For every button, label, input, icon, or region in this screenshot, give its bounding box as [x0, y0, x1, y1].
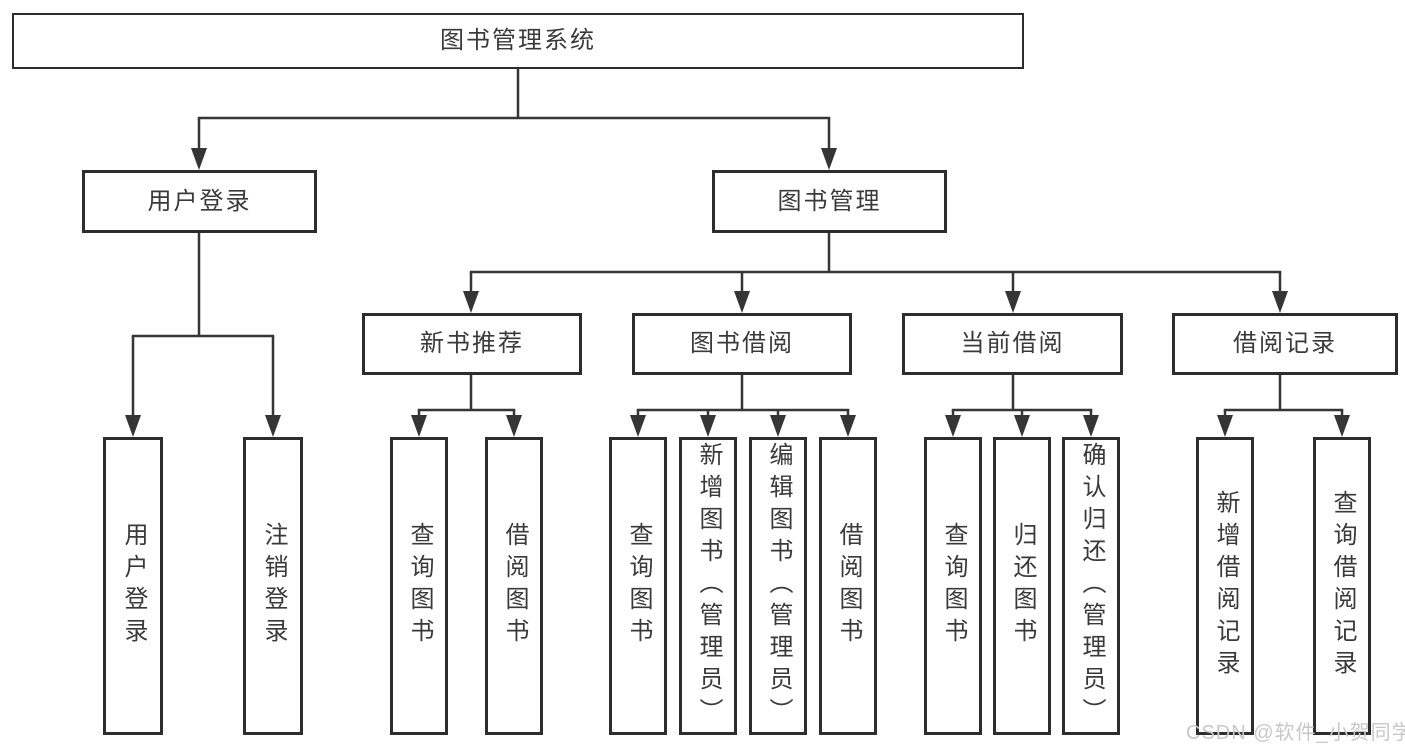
leaf-confirm-return-admin-label: 确认归还（管理员） — [1078, 442, 1105, 730]
leaf-user-login: 用户登录 — [103, 437, 163, 735]
leaf-query-books-borrowing-label: 查询图书 — [625, 522, 652, 650]
leaf-add-book-admin: 新增图书（管理员） — [679, 437, 737, 735]
leaf-edit-book-admin-label: 编辑图书（管理员） — [765, 442, 792, 730]
leaf-add-borrow-record-label: 新增借阅记录 — [1212, 490, 1239, 682]
node-new-book-recommend: 新书推荐 — [362, 313, 582, 375]
node-library-system-label: 图书管理系统 — [440, 27, 596, 54]
leaf-borrow-books-label: 借阅图书 — [835, 522, 862, 650]
node-book-borrowing: 图书借阅 — [632, 313, 852, 375]
leaf-edit-book-admin: 编辑图书（管理员） — [749, 437, 807, 735]
leaf-query-books-recommend-label: 查询图书 — [406, 522, 433, 650]
leaf-query-books-recommend: 查询图书 — [390, 437, 448, 735]
leaf-query-books-current: 查询图书 — [924, 437, 982, 735]
leaf-add-borrow-record: 新增借阅记录 — [1196, 437, 1254, 735]
leaf-return-books-label: 归还图书 — [1009, 522, 1036, 650]
leaf-logout-label: 注销登录 — [260, 522, 287, 650]
csdn-watermark: CSDN @软件_小贺同学 — [1186, 722, 1405, 744]
arrowheads — [125, 148, 1350, 437]
leaf-query-books-current-label: 查询图书 — [940, 522, 967, 650]
leaf-query-borrow-record-label: 查询借阅记录 — [1329, 490, 1356, 682]
node-library-system: 图书管理系统 — [12, 13, 1024, 69]
leaf-borrow-books: 借阅图书 — [819, 437, 877, 735]
node-borrow-records: 借阅记录 — [1172, 313, 1398, 375]
leaf-return-books: 归还图书 — [993, 437, 1051, 735]
node-current-borrowing: 当前借阅 — [902, 313, 1123, 375]
leaf-logout: 注销登录 — [243, 437, 303, 735]
node-borrow-records-label: 借阅记录 — [1233, 330, 1337, 357]
leaf-confirm-return-admin: 确认归还（管理员） — [1062, 437, 1120, 735]
node-book-management-label: 图书管理 — [777, 187, 882, 215]
leaf-add-book-admin-label: 新增图书（管理员） — [695, 442, 722, 730]
node-book-management: 图书管理 — [712, 170, 947, 233]
node-user-login: 用户登录 — [82, 170, 317, 233]
leaf-user-login-label: 用户登录 — [120, 522, 147, 650]
node-new-book-recommend-label: 新书推荐 — [420, 330, 524, 357]
node-book-borrowing-label: 图书借阅 — [690, 330, 794, 357]
leaf-query-borrow-record: 查询借阅记录 — [1313, 437, 1371, 735]
leaf-query-books-borrowing: 查询图书 — [609, 437, 667, 735]
node-user-login-label: 用户登录 — [147, 187, 252, 215]
node-current-borrowing-label: 当前借阅 — [960, 330, 1065, 357]
leaf-borrow-books-recommend-label: 借阅图书 — [501, 522, 528, 650]
leaf-borrow-books-recommend: 借阅图书 — [485, 437, 543, 735]
